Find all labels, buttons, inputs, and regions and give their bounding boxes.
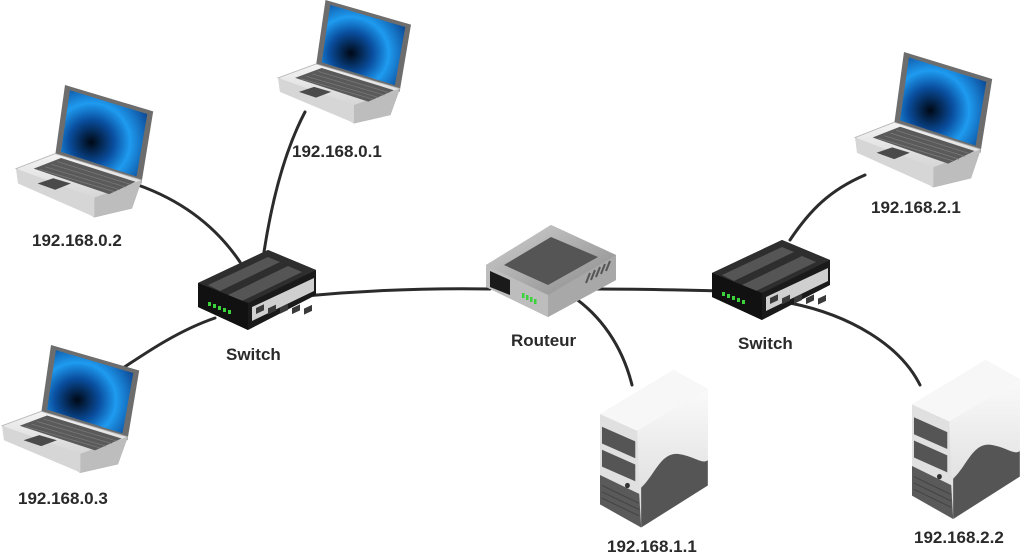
cable-laptop1-switch1 <box>262 110 307 254</box>
server-icon-192-168-1-1[interactable] <box>599 369 709 529</box>
cable-router-switch2 <box>593 287 722 293</box>
cable-router-server1 <box>570 294 634 387</box>
label-laptop3: 192.168.0.3 <box>18 489 108 508</box>
laptop-icon-192-168-0-3[interactable] <box>1 344 140 473</box>
cable-switch2-server2 <box>788 301 922 387</box>
cable-laptop3-switch1 <box>118 316 217 372</box>
label-switch2: Switch <box>738 334 793 353</box>
label-server1: 192.168.1.1 <box>607 537 697 556</box>
cable-laptop2-switch1 <box>136 183 242 264</box>
cable-switch2-laptop4 <box>788 173 867 242</box>
cable-switch1-router <box>303 287 492 298</box>
label-server2: 192.168.2.2 <box>914 528 1004 547</box>
laptop-icon-192-168-0-1[interactable] <box>277 0 412 124</box>
cables <box>118 110 922 387</box>
label-switch1: Switch <box>226 345 281 364</box>
laptop-icon-192-168-0-2[interactable] <box>15 84 154 218</box>
server-icon-192-168-2-2[interactable] <box>911 359 1021 520</box>
laptop-icon-192-168-2-1[interactable] <box>854 51 993 188</box>
label-laptop1: 192.168.0.1 <box>292 142 382 161</box>
label-laptop4: 192.168.2.1 <box>871 198 961 217</box>
router-icon[interactable] <box>485 224 617 318</box>
label-router: Routeur <box>511 331 577 350</box>
label-laptop2: 192.168.0.2 <box>32 231 122 250</box>
